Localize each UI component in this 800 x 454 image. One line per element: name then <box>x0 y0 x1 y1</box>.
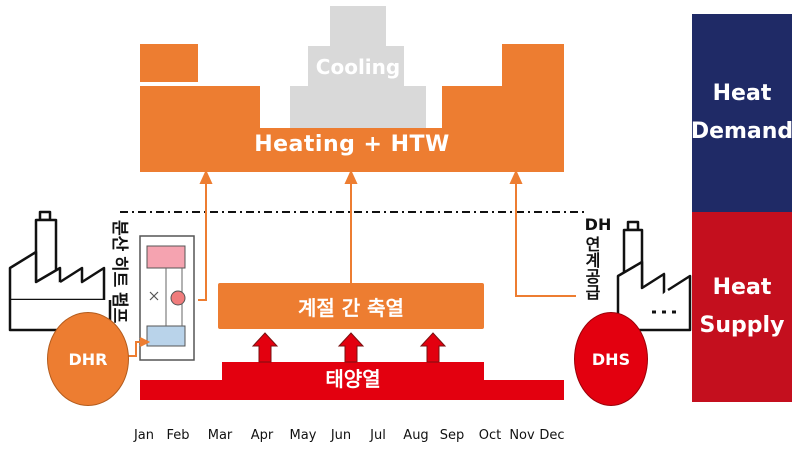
dh-label-line2: 연계 <box>582 236 601 268</box>
heat-pump-device-icon <box>139 235 195 361</box>
solar-block <box>140 362 564 400</box>
solar-label: 태양열 <box>325 367 381 391</box>
heat-demand-panel: Heat Demand <box>690 14 794 212</box>
seasonal-storage-label: 계절 간 축열 <box>298 295 404 320</box>
dh-label-line3: 공급 <box>582 268 601 300</box>
storage-to-heating-arrow <box>344 169 358 283</box>
heat-supply-line2: Supply <box>699 313 785 338</box>
heat-pump-label-col3: 펌프 <box>109 292 129 324</box>
cooling-block <box>290 6 426 128</box>
solar-up-arrows <box>251 332 447 363</box>
dhr-label: DHR <box>68 349 108 369</box>
factory-icon-left <box>8 210 112 332</box>
heat-pump-vertical-label: 분산 히트 펌프 <box>90 220 130 323</box>
dh-supply-label: DH 연계 공급 <box>580 214 616 300</box>
dhr-to-heatpump-arrow <box>124 337 151 357</box>
heating-label: Heating + HTW <box>254 132 450 157</box>
heat-supply-line1: Heat <box>712 275 772 300</box>
heatpump-to-heating-arrow <box>198 169 213 301</box>
dh-label-line1: DH <box>584 215 612 234</box>
heat-demand-line2: Demand <box>690 119 794 144</box>
heat-supply-panel: Heat Supply <box>692 212 792 402</box>
heating-peak-jan-feb <box>140 44 198 82</box>
solar-up-arrow <box>419 332 447 363</box>
seasonal-storage-block: 계절 간 축열 <box>218 283 484 329</box>
solar-up-arrow <box>251 332 279 363</box>
factory-icon-right <box>616 220 692 332</box>
heating-block <box>140 44 564 172</box>
dhs-label: DHS <box>591 349 631 369</box>
solar-up-arrow <box>337 332 365 363</box>
heat-pump-label-col2: 히트 <box>109 256 129 288</box>
cooling-label: Cooling <box>315 55 401 79</box>
heat-pump-label-col1: 분산 <box>109 220 129 252</box>
heat-demand-line1: Heat <box>712 81 772 106</box>
dhs-circle: DHS <box>574 312 648 406</box>
dhs-to-heating-arrow <box>509 169 576 297</box>
dhr-circle: DHR <box>47 312 129 406</box>
